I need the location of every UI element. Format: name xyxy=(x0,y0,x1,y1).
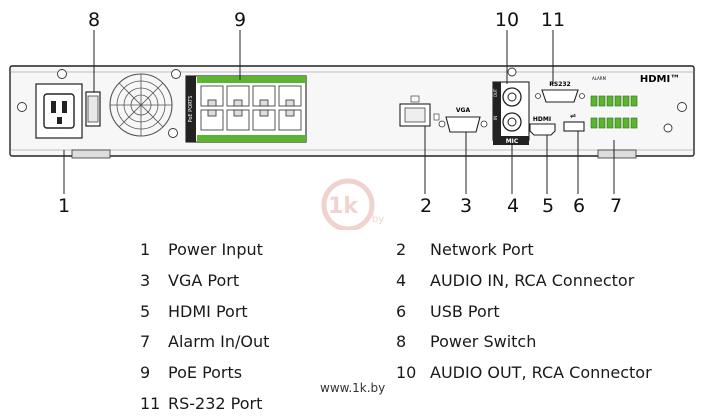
alarm-pin xyxy=(606,117,614,129)
alarm-pin xyxy=(622,117,630,129)
legend-label: HDMI Port xyxy=(168,301,248,321)
callout-2: 2 xyxy=(420,195,432,217)
network-port xyxy=(399,95,440,127)
legend-item: 5 HDMI Port xyxy=(140,301,248,321)
legend-label: RS-232 Port xyxy=(168,394,263,413)
audio-block: OUT IN MIC xyxy=(492,81,530,145)
legend-number: 6 xyxy=(396,301,407,321)
legend-label: Power Switch xyxy=(430,332,537,352)
svg-text:ALARM: ALARM xyxy=(592,76,607,81)
vga-port: VGA xyxy=(438,107,488,133)
legend-item: 9 PoE Ports xyxy=(140,364,242,382)
legend-item: 6 USB Port xyxy=(396,301,500,321)
poe-ports: PoE PORTS xyxy=(185,75,307,143)
svg-text:PoE PORTS: PoE PORTS xyxy=(188,96,194,123)
svg-text:VGA: VGA xyxy=(456,107,471,114)
alarm-pin xyxy=(630,117,638,129)
alarm-pin xyxy=(614,95,622,107)
legend-item: 1 Power Input xyxy=(140,241,263,259)
legend-number: 7 xyxy=(140,332,151,352)
rs232-port: RS232 xyxy=(535,81,585,103)
legend-label: VGA Port xyxy=(168,270,240,290)
callout-6: 6 xyxy=(573,195,585,217)
legend-number: 9 xyxy=(140,363,151,383)
legend-number: 10 xyxy=(396,363,417,383)
legend-label: AUDIO IN, RCA Connector xyxy=(430,270,635,290)
fan-grille xyxy=(109,73,173,137)
legend-item: 3 VGA Port xyxy=(140,270,240,290)
legend-item: 2 Network Port xyxy=(396,241,534,259)
callout-4: 4 xyxy=(507,195,519,217)
foot-right xyxy=(597,149,637,159)
legend-item: 7 Alarm In/Out xyxy=(140,333,269,351)
callout-9: 9 xyxy=(234,9,246,31)
svg-text:IN: IN xyxy=(493,116,498,120)
alarm-pin xyxy=(614,117,622,129)
legend-number: 3 xyxy=(140,270,151,290)
callout-3: 3 xyxy=(460,195,472,217)
hdmi-logo: HDMI™ xyxy=(640,74,680,85)
callout-10: 10 xyxy=(495,9,519,31)
legend-item: 4 AUDIO IN, RCA Connector xyxy=(396,270,635,290)
legend-number: 4 xyxy=(396,270,407,290)
svg-text:MIC: MIC xyxy=(506,138,519,145)
alarm-pin xyxy=(590,95,598,107)
svg-text:by: by xyxy=(372,214,384,225)
legend-label: AUDIO OUT, RCA Connector xyxy=(430,363,652,383)
legend-label: USB Port xyxy=(430,301,500,321)
legend-label: Network Port xyxy=(430,240,534,259)
hdmi-port: HDMI xyxy=(529,116,556,136)
watermark-logo: 1k by xyxy=(321,178,384,230)
callout-7: 7 xyxy=(610,195,622,217)
callout-8: 8 xyxy=(88,9,100,31)
legend-number: 2 xyxy=(396,240,407,259)
foot-left xyxy=(71,149,111,159)
legend-number: 5 xyxy=(140,301,151,321)
legend-number: 11 xyxy=(140,394,161,413)
callout-lines xyxy=(63,30,615,194)
alarm-pin xyxy=(598,95,606,107)
svg-text:1k: 1k xyxy=(328,194,359,219)
alarm-pin xyxy=(622,95,630,107)
svg-text:⇌: ⇌ xyxy=(570,112,576,120)
power-switch xyxy=(85,91,101,127)
svg-text:OUT: OUT xyxy=(493,88,498,97)
callout-1: 1 xyxy=(58,195,70,217)
legend-item: 10 AUDIO OUT, RCA Connector xyxy=(396,364,652,382)
legend-label: PoE Ports xyxy=(168,363,243,383)
callout-11: 11 xyxy=(541,9,565,31)
usb-port: ⇌ xyxy=(563,112,585,132)
callout-5: 5 xyxy=(542,195,554,217)
svg-text:HDMI: HDMI xyxy=(533,116,551,123)
legend-label: Power Input xyxy=(168,240,263,259)
legend-label: Alarm In/Out xyxy=(168,332,270,352)
legend-number: 8 xyxy=(396,332,407,352)
svg-text:RS232: RS232 xyxy=(549,81,570,88)
alarm-pin xyxy=(598,117,606,129)
power-input xyxy=(35,83,83,139)
alarm-terminal: ALARM xyxy=(590,76,638,129)
screws xyxy=(17,67,687,138)
legend-item: 11 RS-232 Port xyxy=(140,395,262,413)
legend-number: 1 xyxy=(140,240,151,259)
legend-item: 8 Power Switch xyxy=(396,333,536,351)
alarm-pin xyxy=(630,95,638,107)
alarm-pin xyxy=(590,117,598,129)
rear-panel-diagram: PoE PORTS VGA OUT IN MIC RS232 xyxy=(9,9,695,230)
alarm-pin xyxy=(606,95,614,107)
watermark-url: www.1k.by xyxy=(320,381,386,395)
